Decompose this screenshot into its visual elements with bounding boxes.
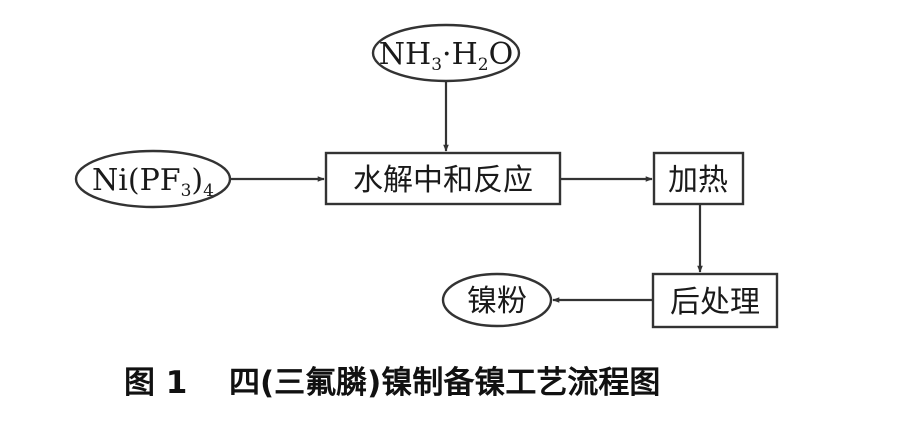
hydrolysis-box bbox=[324, 151, 562, 206]
figure-number: 图 1 bbox=[124, 365, 187, 401]
hydrolysis-node: 水解中和反应 bbox=[324, 151, 562, 206]
ammonia-label: NH3·H2O bbox=[379, 37, 513, 75]
post-treatment-box bbox=[651, 272, 779, 329]
hydrolysis-label: 水解中和反应 bbox=[353, 163, 533, 198]
figure-caption: 图 1 四(三氟膦)镍制备镍工艺流程图 bbox=[124, 365, 660, 401]
precursor-label: Ni(PF3)4 bbox=[92, 163, 214, 201]
product-node: 镍粉 bbox=[441, 272, 553, 328]
product-ellipse bbox=[441, 272, 553, 328]
post-treatment-node: 后处理 bbox=[651, 272, 779, 329]
heating-node: 加热 bbox=[652, 151, 745, 206]
heating-label: 加热 bbox=[668, 163, 728, 198]
figure-title: 四(三氟膦)镍制备镍工艺流程图 bbox=[229, 365, 660, 401]
product-label: 镍粉 bbox=[467, 284, 527, 319]
precursor-node: Ni(PF3)4 bbox=[74, 149, 232, 209]
ammonia-node: NH3·H2O bbox=[371, 23, 521, 83]
heating-box bbox=[652, 151, 745, 206]
post-treatment-label: 后处理 bbox=[670, 285, 760, 320]
